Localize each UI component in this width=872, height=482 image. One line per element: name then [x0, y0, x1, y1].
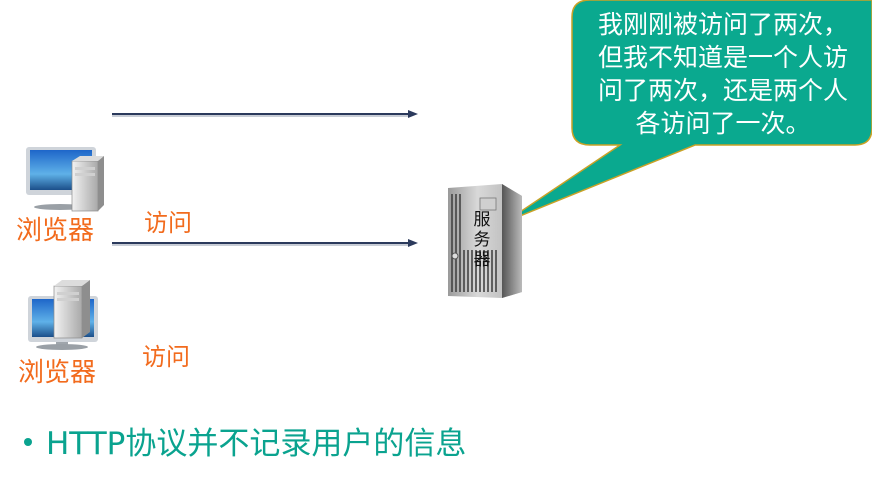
server-label: 服 务 器	[472, 210, 492, 270]
bullet-dot-icon	[24, 437, 32, 446]
server-label-char: 器	[473, 250, 491, 270]
bullet-text: HTTP协议并不记录用户的信息	[46, 426, 467, 462]
browser-label: 浏览器	[18, 358, 97, 388]
browser-label: 浏览器	[16, 216, 95, 246]
bubble-line: 我刚刚被访问了两次，	[597, 10, 848, 39]
visit-label: 访问	[144, 209, 192, 237]
bubble-line: 各访问了一次。	[635, 109, 811, 138]
bubble-line: 但我不知道是一个人访	[597, 43, 848, 72]
server-icon	[448, 184, 522, 298]
bullet-point: HTTP协议并不记录用户的信息	[24, 418, 466, 463]
request-arrow-1	[112, 110, 418, 118]
request-arrow-2	[112, 239, 418, 247]
bubble-line: 问了两次，还是两个人	[597, 76, 848, 105]
server-label-char: 服	[473, 210, 491, 230]
visit-label: 访问	[142, 343, 190, 371]
computer-icon	[26, 147, 104, 212]
server-label-char: 务	[473, 230, 491, 250]
bubble-text: 我刚刚被访问了两次， 但我不知道是一个人访 问了两次，还是两个人 各访问了一次。	[578, 8, 868, 140]
computer-icon	[28, 280, 98, 350]
